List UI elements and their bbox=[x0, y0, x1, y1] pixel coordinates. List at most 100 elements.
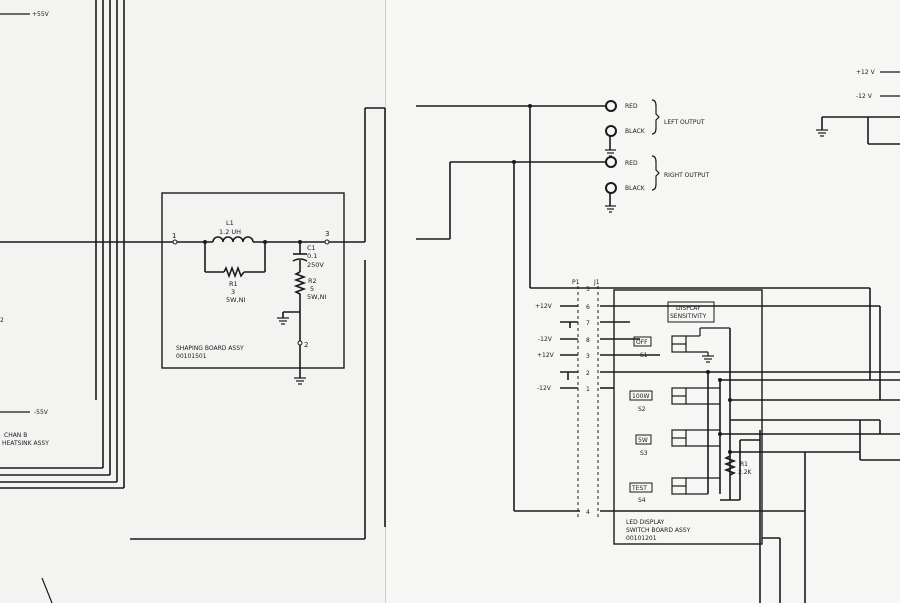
switch-key-test bbox=[629, 482, 653, 493]
supply-label: -12V bbox=[537, 385, 552, 392]
l1-value: 1.2 UH bbox=[219, 228, 241, 236]
left-output-label: LEFT OUTPUT bbox=[664, 119, 705, 126]
ground-symbol bbox=[702, 352, 714, 363]
red-label: RED bbox=[625, 160, 638, 167]
left-output-brace bbox=[651, 99, 660, 135]
display-sensitivity-label: SENSITIVITY bbox=[670, 313, 707, 320]
junction-dot bbox=[298, 240, 302, 244]
ground-symbol bbox=[816, 129, 828, 137]
display-sensitivity-box bbox=[667, 301, 715, 323]
chan-b-label: CHAN B bbox=[4, 432, 27, 439]
supply-label-plus55: +55V bbox=[32, 11, 50, 18]
junction-dot bbox=[263, 240, 267, 244]
switch-ref: S3 bbox=[640, 450, 648, 457]
shaping-board-box bbox=[161, 192, 345, 369]
junction-dot bbox=[512, 160, 516, 164]
switch-ref: S1 bbox=[640, 352, 648, 359]
r2-rating: 5W,NI bbox=[307, 293, 326, 301]
c1-value: 0.1 bbox=[307, 252, 317, 260]
r1-value: 3 bbox=[231, 288, 235, 296]
shaping-board-wiring bbox=[162, 108, 366, 378]
node-label-1: 1 bbox=[172, 232, 176, 240]
ground-symbol bbox=[605, 205, 616, 213]
r2-ref: R2 bbox=[308, 277, 317, 285]
junction-dot bbox=[706, 370, 710, 374]
output-wiring bbox=[416, 105, 611, 512]
switch-ref: S2 bbox=[638, 406, 646, 413]
shaping-board-return-wire bbox=[130, 107, 386, 540]
pin-label: 8 bbox=[586, 337, 590, 344]
stray-node-label: 2 bbox=[0, 317, 4, 324]
node-label-2: 2 bbox=[304, 341, 308, 349]
pin-label: 7 bbox=[586, 320, 590, 327]
paper-left-sheet bbox=[0, 0, 385, 603]
red-terminal-icon bbox=[605, 156, 617, 168]
r1-ref: R1 bbox=[740, 461, 748, 468]
junction-dot bbox=[728, 398, 732, 402]
switch-ref: S4 bbox=[638, 497, 646, 504]
switch-key-label: TEST bbox=[631, 485, 647, 492]
ground-symbol bbox=[294, 377, 306, 385]
right-output-brace bbox=[651, 155, 660, 191]
led-board-title: LED DISPLAY bbox=[626, 519, 665, 526]
switch-key-5w bbox=[635, 434, 652, 445]
terminal-1 bbox=[172, 239, 178, 245]
shaping-board-part-number: 00101501 bbox=[176, 353, 207, 360]
switch-contacts bbox=[671, 327, 730, 495]
right-supply-wires bbox=[821, 71, 900, 145]
junction-dot bbox=[728, 450, 732, 454]
led-board-part-number: 00101201 bbox=[626, 535, 657, 542]
ground-symbol bbox=[605, 149, 616, 157]
supply-label-minus55: -55V bbox=[34, 409, 49, 416]
terminal-2 bbox=[297, 340, 303, 346]
junction-dot bbox=[718, 432, 722, 436]
junction-dot bbox=[718, 378, 722, 382]
heatsink-assy-label: HEATSINK ASSY bbox=[2, 440, 49, 447]
resistor-r2 bbox=[293, 271, 307, 296]
supply-label: -12V bbox=[538, 336, 553, 343]
pin-label: 5 bbox=[586, 286, 590, 293]
ground-symbol bbox=[277, 317, 289, 325]
pin-label: 4 bbox=[586, 509, 590, 516]
capacitor-c1-plate bbox=[292, 258, 308, 262]
black-terminal-icon bbox=[605, 182, 617, 194]
pin-label: 1 bbox=[586, 386, 590, 393]
inductor-l1 bbox=[212, 236, 254, 243]
led-board-title: SWITCH BOARD ASSY bbox=[626, 527, 691, 534]
display-sensitivity-label: DISPLAY bbox=[676, 305, 701, 312]
switch-key-off bbox=[633, 336, 652, 347]
supply-label-plus12: +12 V bbox=[856, 69, 876, 76]
black-terminal-icon bbox=[605, 125, 617, 137]
switch-key-label: 100W bbox=[632, 393, 649, 400]
switch-key-label: 5W bbox=[638, 437, 648, 444]
junction-dot bbox=[528, 104, 532, 108]
connector-pin-rows bbox=[560, 287, 880, 512]
paper-right-sheet bbox=[386, 0, 900, 603]
connector-p1-label: P1 bbox=[572, 279, 580, 286]
led-switch-board-box bbox=[613, 289, 763, 545]
red-terminal-icon bbox=[605, 100, 617, 112]
shaping-board-title: SHAPING BOARD ASSY bbox=[176, 345, 244, 352]
c1-ref: C1 bbox=[307, 244, 316, 252]
black-label: BLACK bbox=[625, 185, 646, 192]
left-bus-wires bbox=[0, 0, 125, 603]
right-output-label: RIGHT OUTPUT bbox=[664, 172, 709, 179]
resistor-r1-2k2 bbox=[723, 455, 737, 476]
c1-rating: 250V bbox=[307, 261, 324, 269]
pin-label: 6 bbox=[586, 304, 590, 311]
r1-value: 2.2K bbox=[738, 469, 753, 476]
switch-key-100w bbox=[629, 390, 653, 401]
red-label: RED bbox=[625, 103, 638, 110]
resistor-r1 bbox=[223, 265, 245, 279]
terminal-3 bbox=[324, 239, 330, 245]
pin-label: 3 bbox=[586, 353, 590, 360]
supply-label: +12V bbox=[535, 303, 553, 310]
l1-ref: L1 bbox=[226, 219, 234, 227]
junction-dot bbox=[203, 240, 207, 244]
supply-label-minus12: -12 V bbox=[856, 93, 873, 100]
switch-board-buses bbox=[700, 328, 900, 603]
node-label-3: 3 bbox=[325, 230, 329, 238]
black-label: BLACK bbox=[625, 128, 646, 135]
right-edge-wires bbox=[762, 288, 900, 603]
